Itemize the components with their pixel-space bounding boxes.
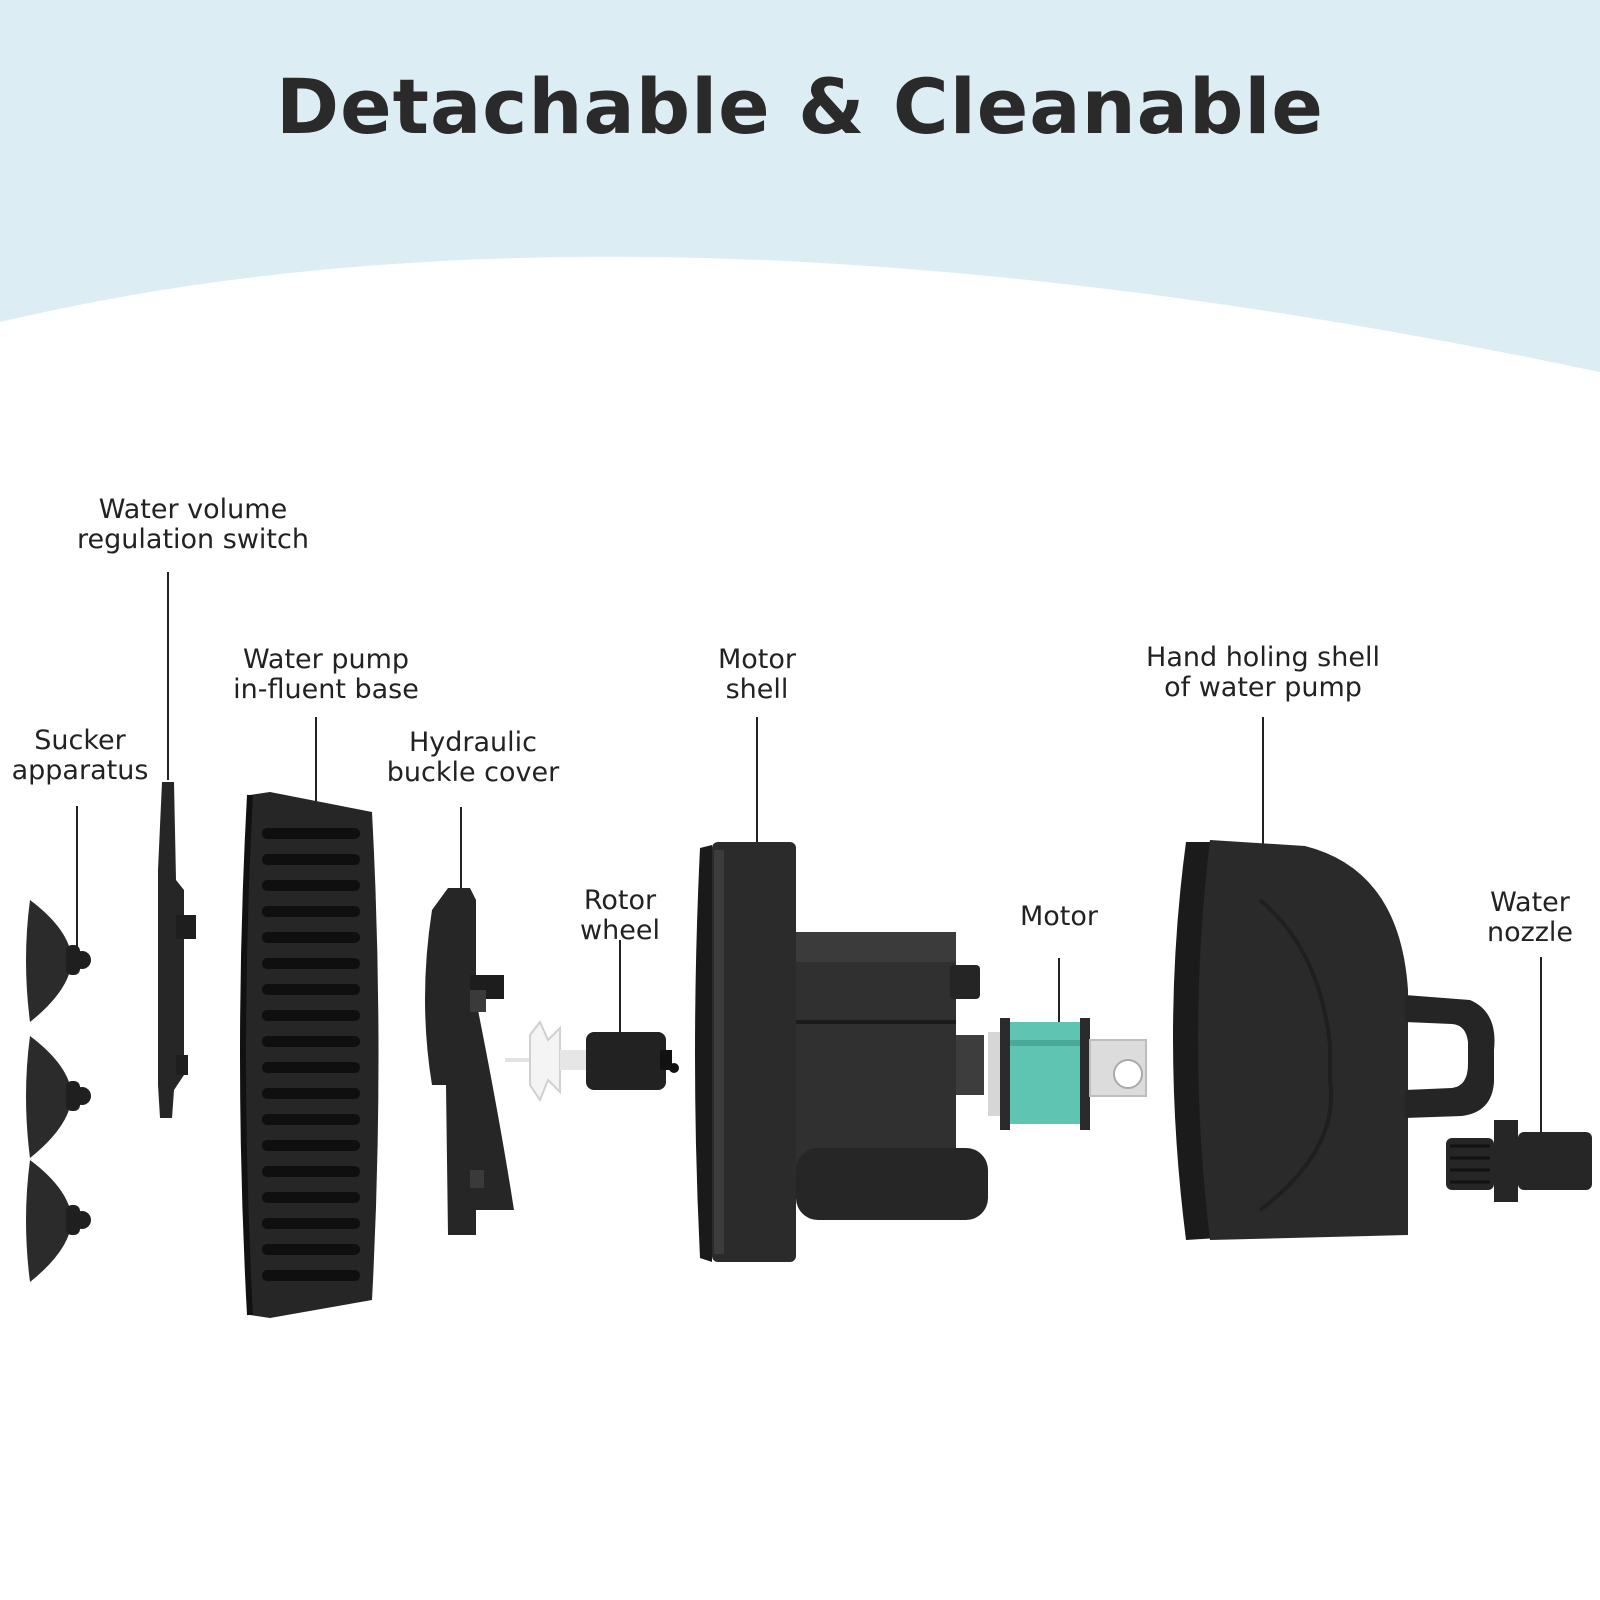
label-line: wheel xyxy=(580,915,660,946)
label-water-volume-switch: Water volume regulation switch xyxy=(48,495,338,555)
base-rib xyxy=(262,1010,360,1021)
label-line: Motor xyxy=(717,644,797,675)
label-line: Sucker xyxy=(34,725,126,756)
nozzle-threads xyxy=(1450,1144,1490,1184)
water-nozzle-graphic xyxy=(1446,1120,1592,1202)
base-rib xyxy=(262,1088,360,1099)
label-pump-base: Water pump in-fluent base xyxy=(196,645,456,705)
base-rib xyxy=(262,932,360,943)
base-rib xyxy=(262,1114,360,1125)
page-title: Detachable & Cleanable xyxy=(276,62,1324,151)
label-line: buckle cover xyxy=(386,757,560,788)
suction-cup xyxy=(26,1036,91,1158)
label-water-nozzle: Water nozzle xyxy=(1460,888,1600,948)
base-rib xyxy=(262,1166,360,1177)
label-line: Motor xyxy=(1019,901,1099,932)
pump-base-graphic xyxy=(240,792,379,1318)
base-rib xyxy=(262,1036,360,1047)
label-line: Water volume xyxy=(98,494,288,525)
label-hand-shell: Hand holing shell of water pump xyxy=(1123,643,1403,703)
hydraulic-cover-graphic xyxy=(425,888,514,1235)
suction-cup xyxy=(26,900,91,1022)
label-line: in-fluent base xyxy=(233,674,419,705)
base-rib xyxy=(262,1192,360,1203)
label-line: Rotor xyxy=(583,885,657,916)
rotor-wheel-graphic xyxy=(505,1020,679,1103)
base-rib xyxy=(262,1218,360,1229)
base-rib xyxy=(262,1062,360,1073)
base-rib xyxy=(262,906,360,917)
label-rotor-wheel: Rotor wheel xyxy=(545,886,695,946)
hand-shell-graphic xyxy=(1173,840,1495,1240)
base-rib xyxy=(262,828,360,839)
base-rib xyxy=(262,880,360,891)
base-rib xyxy=(262,1244,360,1255)
base-rib xyxy=(262,854,360,865)
base-rib xyxy=(262,958,360,969)
label-line: Hand holing shell xyxy=(1146,642,1380,673)
label-hydraulic-cover: Hydraulic buckle cover xyxy=(358,728,588,788)
label-line: Water xyxy=(1490,887,1570,918)
label-line: apparatus xyxy=(11,755,149,786)
label-sucker: Sucker apparatus xyxy=(0,726,160,786)
base-ribs xyxy=(262,828,360,1281)
label-line: of water pump xyxy=(1164,672,1362,703)
base-rib xyxy=(262,1140,360,1151)
label-line: Water pump xyxy=(242,644,410,675)
base-rib xyxy=(262,1270,360,1281)
label-line: nozzle xyxy=(1486,917,1574,948)
label-line: regulation switch xyxy=(77,524,309,555)
motor-shell-graphic xyxy=(695,842,988,1262)
label-line: Hydraulic xyxy=(408,727,538,758)
label-motor-shell: Motor shell xyxy=(677,645,837,705)
sucker-cups-graphic xyxy=(26,900,91,1282)
label-motor: Motor xyxy=(989,902,1129,932)
label-line: shell xyxy=(725,674,789,705)
suction-cup xyxy=(26,1160,91,1282)
banner-curve xyxy=(0,256,1600,1600)
motor-graphic xyxy=(988,1018,1147,1130)
regulation-switch-graphic xyxy=(158,782,196,1118)
base-rib xyxy=(262,984,360,995)
